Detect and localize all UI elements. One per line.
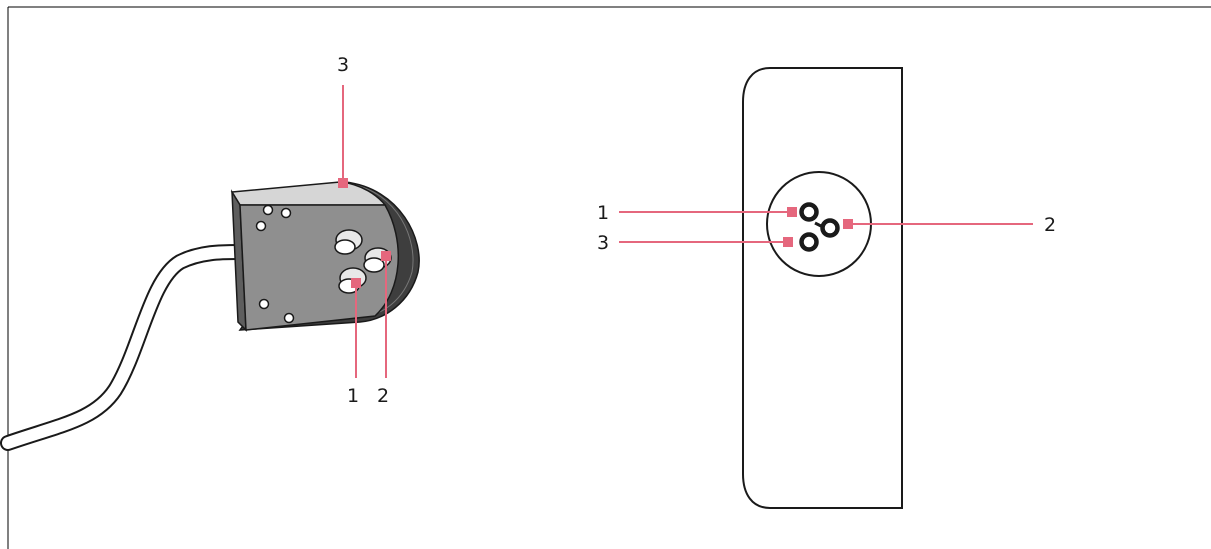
left-callout-3: 3 xyxy=(337,54,349,188)
svg-text:3: 3 xyxy=(597,232,609,254)
figure-frame xyxy=(7,6,1211,549)
svg-text:2: 2 xyxy=(377,385,389,407)
svg-text:3: 3 xyxy=(337,54,349,76)
panel-outline xyxy=(742,67,903,509)
svg-text:1: 1 xyxy=(597,202,609,224)
screw-holes xyxy=(255,204,295,324)
connector-plug-illustration: 3 1 2 xyxy=(0,54,420,451)
left-callout-1: 1 xyxy=(347,278,361,407)
svg-text:1: 1 xyxy=(347,385,359,407)
right-callout-2: 2 xyxy=(843,214,1056,236)
socket-contacts xyxy=(799,202,840,252)
cable xyxy=(0,244,246,451)
right-callout-3: 3 xyxy=(597,232,793,254)
socket-panel-illustration: 1 3 2 xyxy=(597,67,1056,509)
right-callout-1: 1 xyxy=(597,202,797,224)
connector-pins xyxy=(334,229,392,294)
left-callout-2: 2 xyxy=(377,251,391,407)
svg-text:2: 2 xyxy=(1044,214,1056,236)
